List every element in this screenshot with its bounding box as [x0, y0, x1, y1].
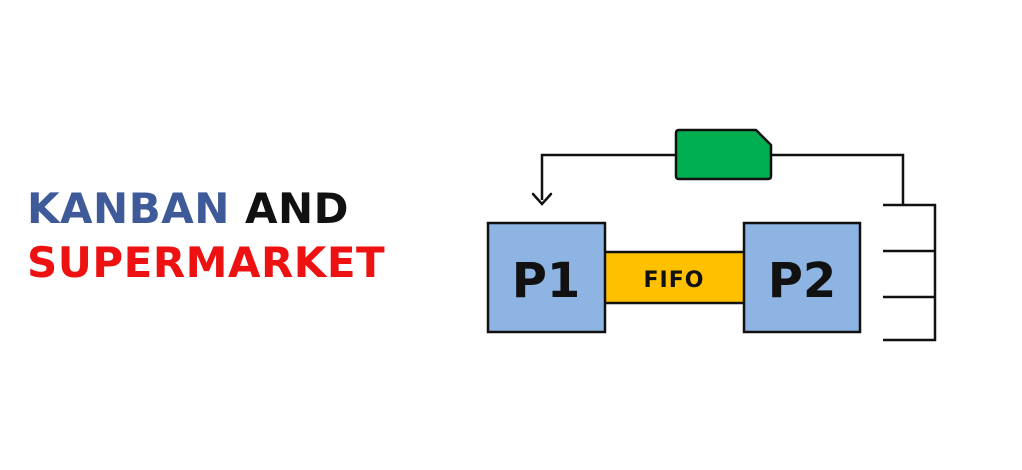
supermarket-icon — [883, 203, 937, 342]
loop-line-right — [772, 153, 905, 205]
title-and: AND — [245, 184, 350, 233]
kanban-card-icon — [674, 128, 773, 181]
process-label-p1: P1 — [512, 253, 581, 309]
page-title: KANBAN AND SUPERMARKET — [27, 182, 385, 290]
title-line-1: KANBAN AND — [27, 182, 385, 236]
supermarket-back — [883, 203, 937, 342]
process-box-p2 — [742, 221, 862, 334]
fifo-label: FIFO — [644, 268, 705, 293]
kanban-signal-loop — [540, 153, 905, 205]
process-box-p1 — [486, 221, 607, 334]
process-label-p2: P2 — [768, 253, 837, 309]
title-supermarket: SUPERMARKET — [27, 238, 386, 287]
down-arrow-icon — [531, 192, 553, 206]
fifo-lane — [601, 250, 748, 305]
title-kanban: KANBAN — [27, 184, 230, 233]
loop-line-left — [540, 153, 675, 200]
